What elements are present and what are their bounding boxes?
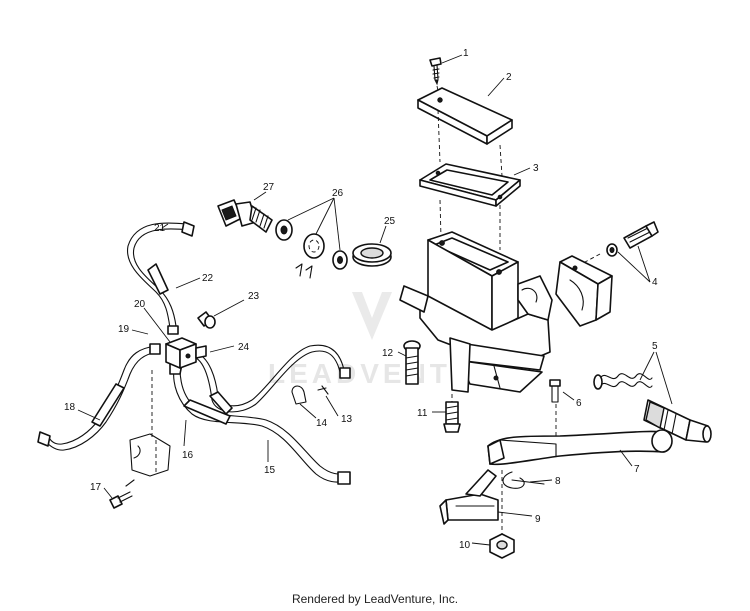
callout-1: 1	[463, 48, 469, 59]
callout-12: 12	[382, 348, 394, 359]
callout-27: 27	[263, 182, 275, 193]
callout-7: 7	[634, 464, 640, 475]
callout-25: 25	[384, 216, 396, 227]
callout-10: 10	[459, 540, 471, 551]
callout-19: 19	[118, 324, 130, 335]
part-11-screw	[443, 401, 461, 433]
callout-20: 20	[134, 299, 146, 310]
callout-6: 6	[576, 398, 582, 409]
part-5-plunger-spring	[593, 373, 712, 443]
part-4-screws	[606, 221, 659, 257]
footer-credit: Rendered by LeadVenture, Inc.	[291, 592, 459, 606]
callout-11: 11	[417, 408, 428, 419]
part-7-brake-lever	[487, 429, 673, 466]
hose-sleeves	[91, 263, 233, 427]
part-20-tee-block	[165, 337, 207, 369]
part-23-bleeder	[197, 311, 216, 329]
frame-bracket	[125, 370, 171, 487]
part-3-gasket	[419, 163, 521, 207]
watermark-logo	[352, 292, 392, 340]
callout-23: 23	[248, 291, 260, 302]
callout-17: 17	[90, 482, 102, 493]
callout-9: 9	[535, 514, 541, 525]
callout-13: 13	[341, 414, 353, 425]
callout-2: 2	[506, 72, 512, 83]
callout-26: 26	[332, 188, 344, 199]
part-13-clip	[317, 385, 329, 395]
part-8-spring	[502, 471, 545, 489]
part-14-clip	[291, 385, 307, 405]
callout-8: 8	[555, 476, 561, 487]
part-12-bolt	[403, 340, 421, 385]
part-17-screw	[109, 491, 133, 509]
part-26-washers	[275, 219, 348, 279]
callout-15: 15	[264, 465, 276, 476]
callout-18: 18	[64, 402, 76, 413]
part-25-seal	[352, 243, 392, 267]
callout-3: 3	[533, 163, 539, 174]
part-2-cover	[417, 87, 513, 145]
part-10-nut	[489, 533, 515, 559]
part-1-screw	[429, 57, 442, 86]
callout-21: 21	[154, 223, 166, 234]
callout-14: 14	[316, 418, 328, 429]
master-cylinder-body	[399, 231, 553, 393]
callout-5: 5	[652, 341, 658, 352]
part-6-bolt	[549, 379, 561, 403]
callout-16: 16	[182, 450, 194, 461]
part-27-banjo-bolt	[217, 199, 273, 233]
callout-24: 24	[238, 342, 250, 353]
part-9-bracket	[439, 469, 499, 525]
part-4-clamp	[555, 255, 613, 327]
callout-22: 22	[202, 273, 214, 284]
callout-4: 4	[652, 277, 658, 288]
